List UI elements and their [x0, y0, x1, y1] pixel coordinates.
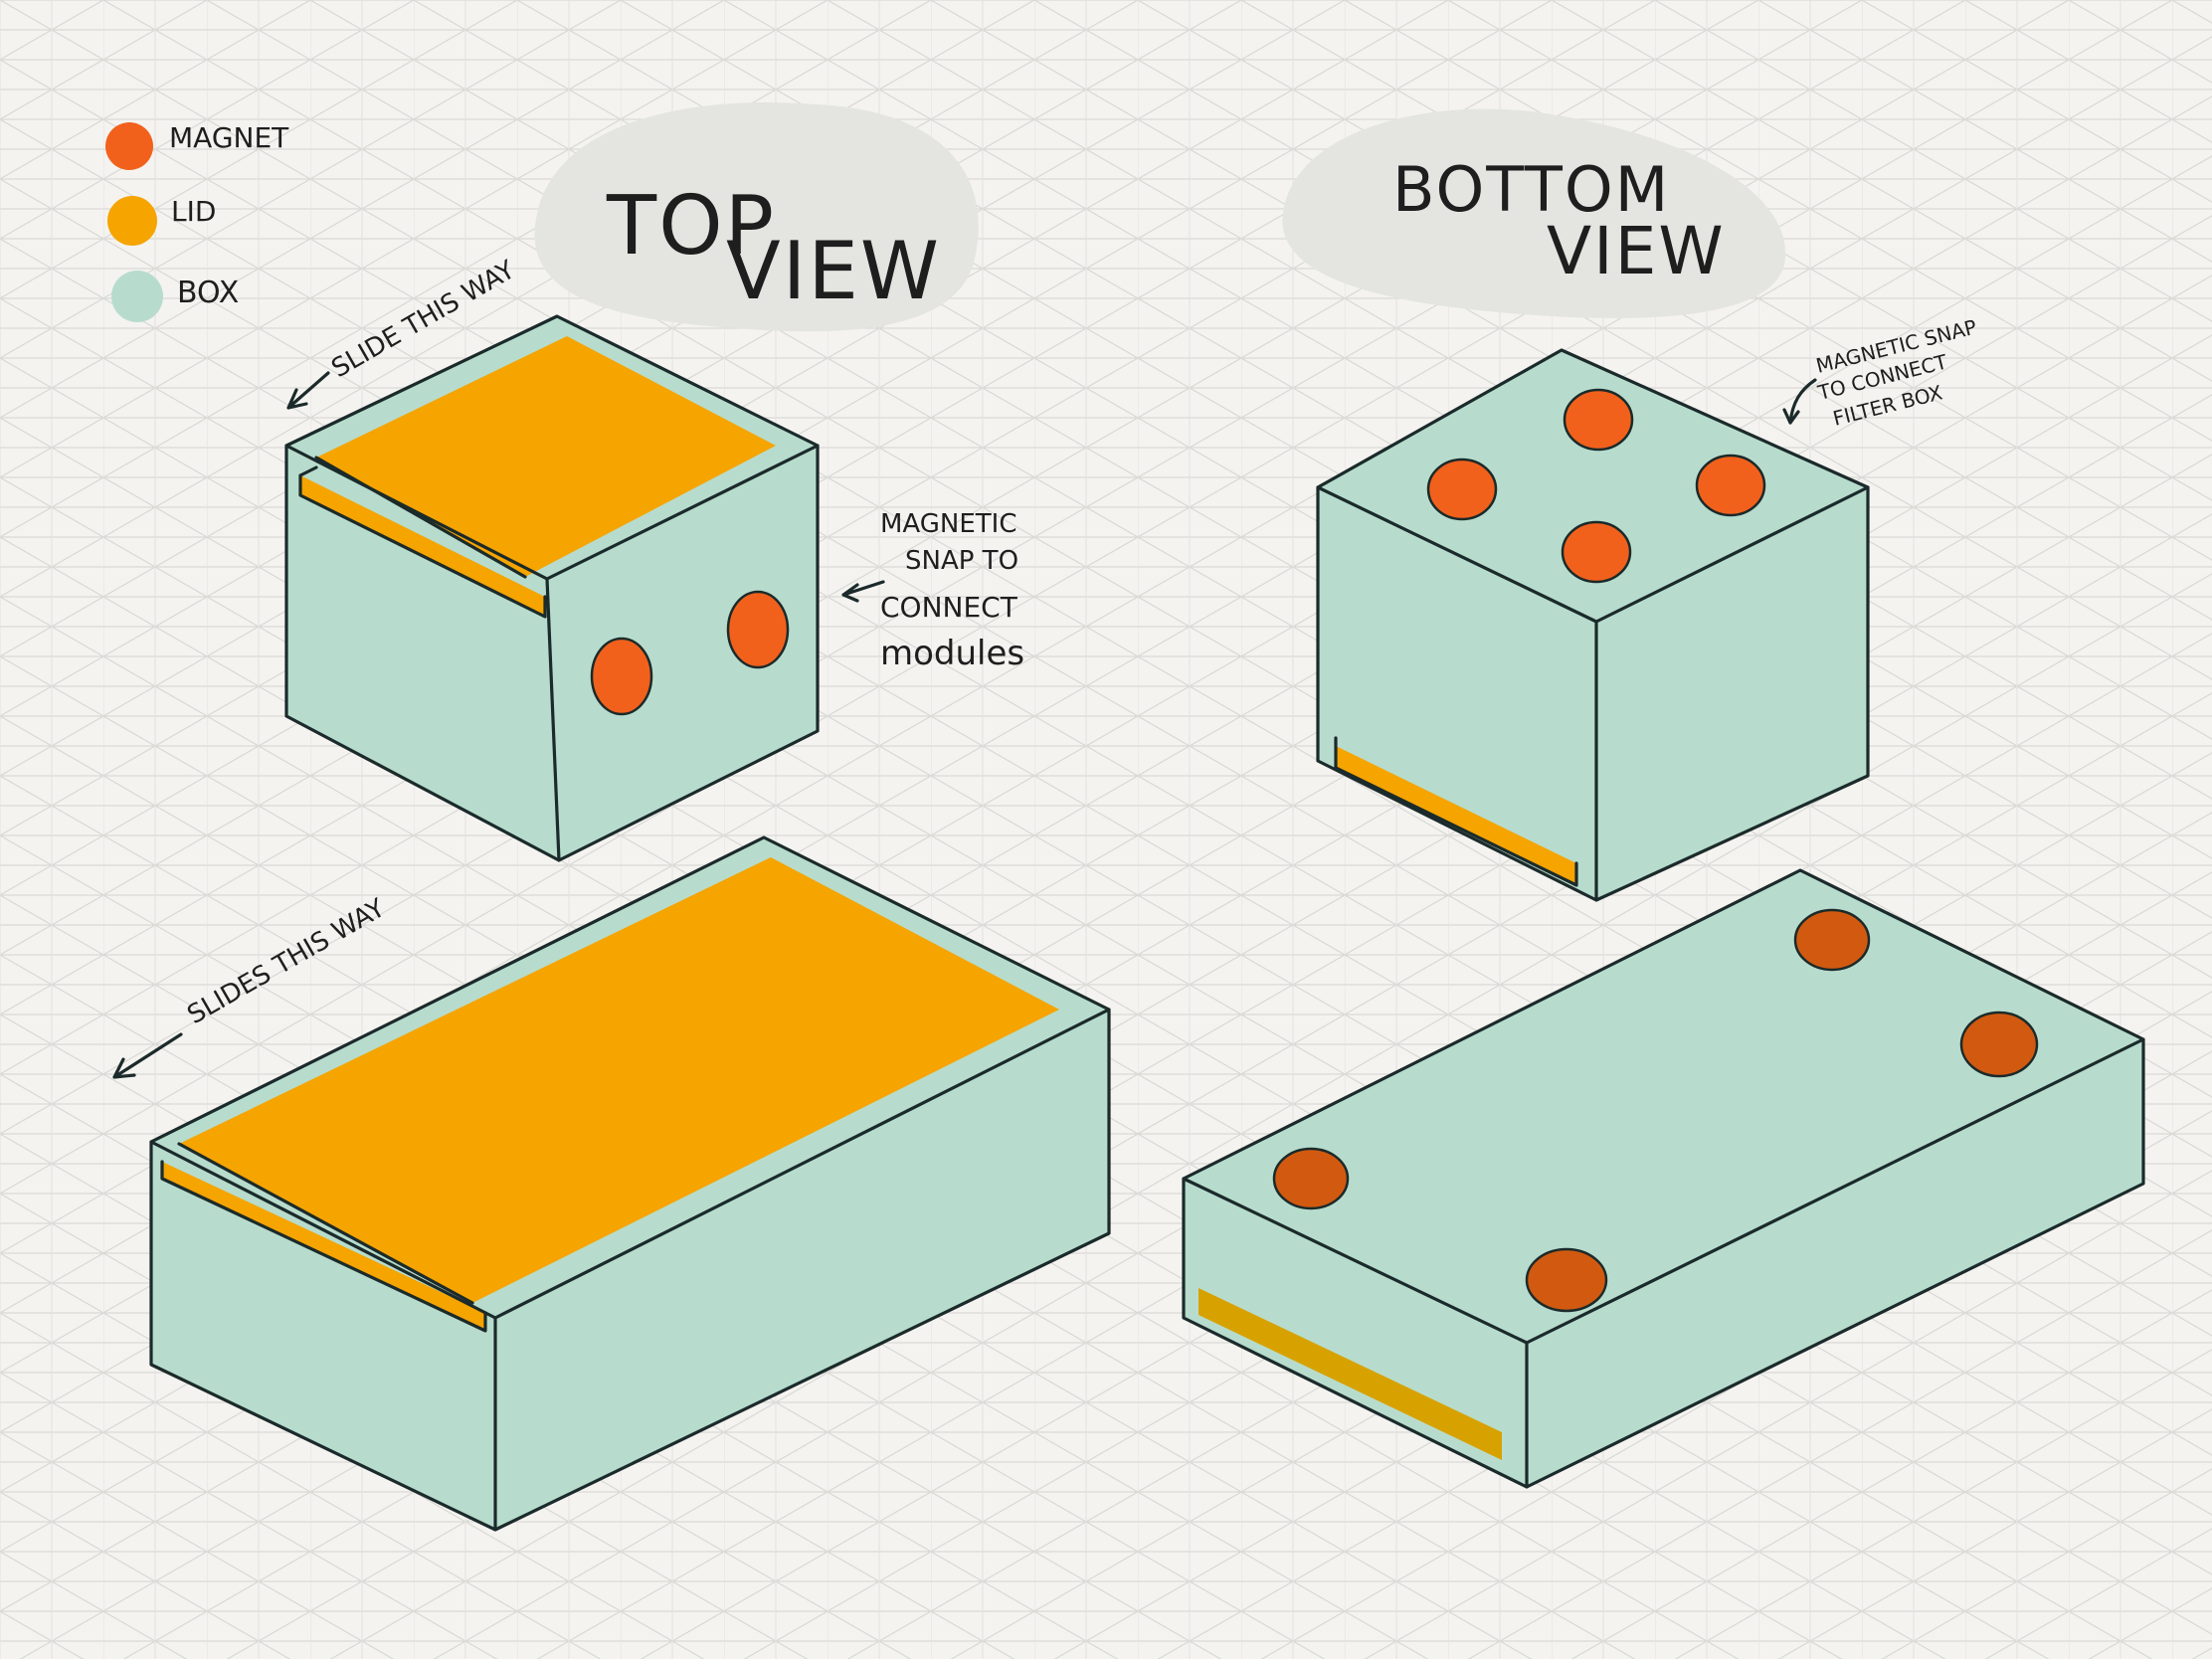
slides-arrow — [112, 1032, 183, 1079]
small-box-lid-rail — [300, 475, 545, 617]
long-box-lid-rail — [162, 1162, 485, 1331]
long-bottom-magnet-1 — [1272, 1147, 1350, 1210]
small-box-front-face — [286, 446, 559, 860]
snap-modules-line2: SNAP TO — [905, 546, 1018, 576]
legend: MAGNET LID BOX — [105, 121, 289, 322]
legend-magnet-label: MAGNET — [169, 121, 289, 154]
small-box-magnet-left — [590, 637, 653, 716]
long-box-rail-outline — [160, 1142, 487, 1333]
top-view-title-line2: VIEW — [726, 225, 941, 317]
small-box-right-face — [547, 446, 818, 860]
small-box-bottom-rail-outline — [1334, 736, 1578, 887]
snap-filter-arrow — [1782, 378, 1817, 425]
small-box-magnet-right — [726, 590, 790, 669]
small-box-bottom-outline — [1316, 348, 1870, 902]
small-box-bottom-view — [1316, 348, 1870, 902]
bottom-magnet-right — [1695, 454, 1766, 517]
slide-arrow — [286, 371, 330, 410]
legend-lid-label: LID — [171, 195, 216, 228]
legend-magnet-swatch — [105, 122, 153, 170]
snap-modules-line1: MAGNETIC — [880, 509, 1017, 539]
long-box-bottom-face — [1184, 870, 2143, 1343]
bottom-view-bubble — [1282, 108, 1786, 318]
long-box-lid — [179, 857, 1059, 1303]
bottom-magnet-left — [1426, 458, 1498, 521]
small-box-rail-outline — [298, 456, 547, 619]
long-box-bottom-outline — [1182, 868, 2145, 1489]
small-box-bottom-lid-rail — [1336, 746, 1576, 885]
long-box-bottom-lid-rail — [1198, 1288, 1502, 1460]
long-box-outline — [149, 835, 1111, 1532]
magnetic-snap-modules-annotation: MAGNETIC SNAP TO CONNECT modules — [841, 509, 1024, 673]
long-box-right-face — [495, 1010, 1109, 1530]
top-view-title-line1: TOP — [606, 179, 776, 274]
snap-modules-arrow — [841, 580, 885, 603]
bottom-magnet-top — [1563, 388, 1634, 452]
bottom-magnet-bottom — [1561, 520, 1632, 584]
small-box-top-view — [284, 314, 820, 862]
long-bottom-magnet-3 — [1525, 1247, 1608, 1313]
legend-box-swatch — [111, 271, 163, 322]
small-box-bottom-right-face — [1596, 487, 1868, 900]
snap-modules-line3: CONNECT — [880, 591, 1018, 624]
bottom-view-heading: BOTTOM VIEW — [1282, 108, 1786, 318]
bottom-view-title-line1: BOTTOM — [1392, 153, 1670, 226]
top-view-bubble — [534, 101, 979, 332]
small-box-outline — [284, 314, 820, 862]
top-view-heading: TOP VIEW — [534, 101, 979, 332]
long-box-bottom-view — [1182, 868, 2145, 1489]
legend-lid-swatch — [107, 196, 157, 246]
legend-box-label: BOX — [177, 276, 239, 310]
long-box-front-face — [151, 1142, 495, 1530]
long-bottom-magnet-2 — [1793, 908, 1871, 972]
long-box-top-view — [149, 835, 1111, 1532]
bottom-view-title-line2: VIEW — [1547, 213, 1726, 289]
long-box-bottom-right-face — [1527, 1039, 2143, 1487]
small-box-lid — [316, 336, 776, 577]
long-bottom-magnet-4 — [1959, 1011, 2039, 1078]
snap-modules-line4: modules — [880, 634, 1024, 673]
small-box-bottom-front-face — [1318, 487, 1596, 900]
